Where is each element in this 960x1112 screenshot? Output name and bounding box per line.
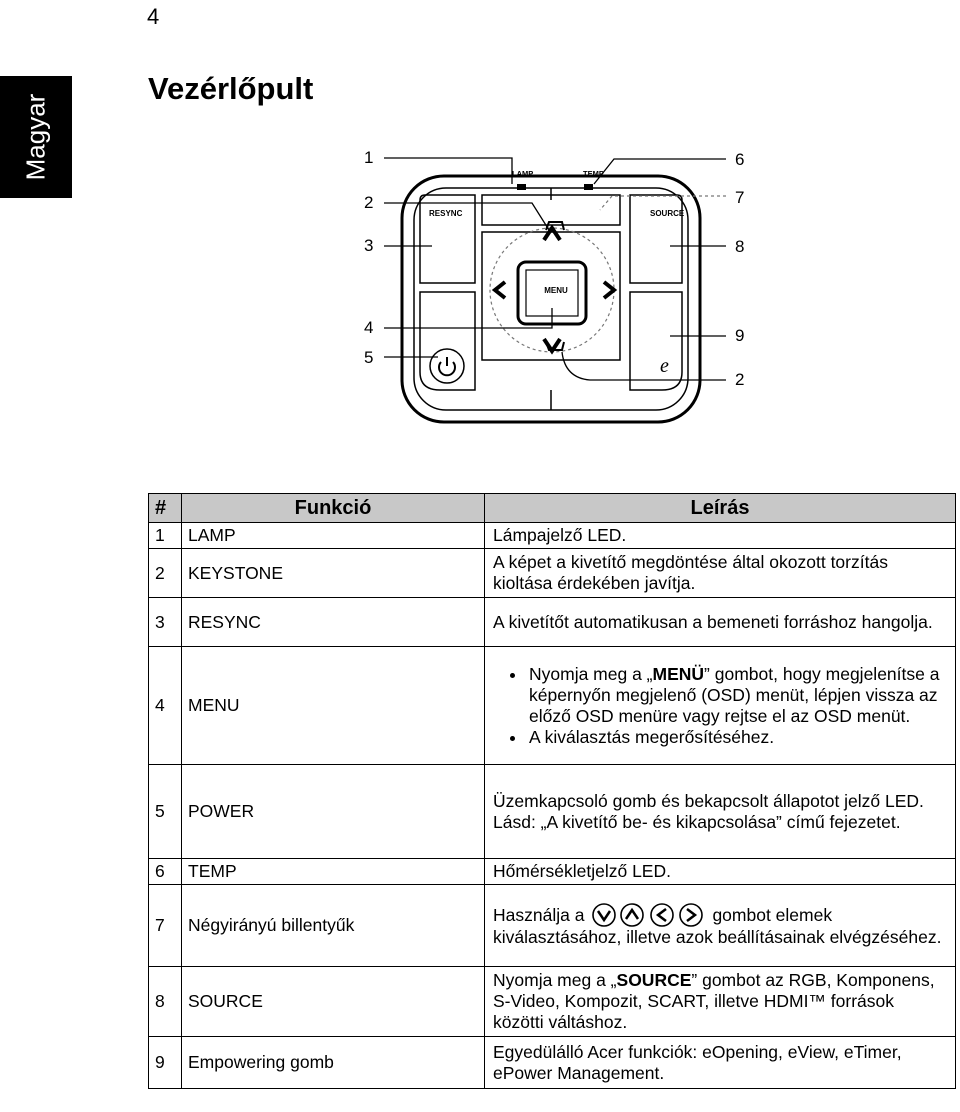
row-num: 7 <box>148 884 182 967</box>
row-function: Empowering gomb <box>181 1036 485 1089</box>
table-row: 2 KEYSTONE A képet a kivetítő megdöntése… <box>148 548 956 598</box>
resync-label: RESYNC <box>429 209 463 218</box>
row-num: 5 <box>148 764 182 859</box>
row-num: 6 <box>148 858 182 885</box>
row-description: Üzemkapcsoló gomb és bekapcsolt állapoto… <box>484 764 956 859</box>
row-function: TEMP <box>181 858 485 885</box>
callout-left-3: 3 <box>364 236 374 255</box>
row-num: 9 <box>148 1036 182 1089</box>
row-description: A képet a kivetítő megdöntése által okoz… <box>484 548 956 598</box>
table-row: 7 Négyirányú billentyűk Használja a gomb… <box>148 884 956 967</box>
language-tab-label: Magyar <box>20 93 51 181</box>
control-panel-diagram: MENU LAMP TEMP RESYNC SOURCE e <box>384 157 726 424</box>
row-num: 4 <box>148 646 182 765</box>
source-label: SOURCE <box>650 209 685 218</box>
callout-left-5: 5 <box>364 348 374 367</box>
table-row: 4 MENU Nyomja meg a „MENÜ” gombot, hogy … <box>148 646 956 765</box>
callout-right-9: 9 <box>735 326 745 345</box>
callout-right-6: 6 <box>735 150 745 169</box>
row-description: A kivetítőt automatikusan a bemeneti for… <box>484 597 956 647</box>
language-tab: Magyar <box>0 76 72 198</box>
arrow-right-icon <box>602 280 618 300</box>
callout-right-7: 7 <box>735 188 745 207</box>
temp-label: TEMP <box>583 169 604 178</box>
table-row: 1 LAMP Lámpajelző LED. <box>148 522 956 549</box>
row-description: Egyedülálló Acer funkciók: eOpening, eVi… <box>484 1036 956 1089</box>
menu-bullet-1: Nyomja meg a „MENÜ” gombot, hogy megjele… <box>527 664 949 727</box>
lamp-led <box>517 184 526 190</box>
function-table: # Funkció Leírás 1 LAMP Lámpajelző LED. … <box>148 493 956 1089</box>
table-header-row: # Funkció Leírás <box>148 493 956 523</box>
power-desc-line1: Üzemkapcsoló gomb és bekapcsolt állapoto… <box>493 790 924 811</box>
row-description: Lámpajelző LED. <box>484 522 956 549</box>
row-num: 3 <box>148 597 182 647</box>
table-row: 3 RESYNC A kivetítőt automatikusan a bem… <box>148 597 956 647</box>
page-number: 4 <box>147 4 160 29</box>
callout-left-2: 2 <box>364 193 374 212</box>
menu-bullet-2: A kiválasztás megerősítéséhez. <box>527 727 949 748</box>
row-description: Hőmérsékletjelző LED. <box>484 858 956 885</box>
power-icon <box>438 361 456 377</box>
row-description: Használja a gombot elemek kiválasztásáho… <box>484 884 956 967</box>
menu-label: MENU <box>544 286 568 295</box>
row-description: Nyomja meg a „SOURCE” gombot az RGB, Kom… <box>484 966 956 1037</box>
row-function: Négyirányú billentyűk <box>181 884 485 967</box>
four-direction-keys-icon <box>592 903 704 927</box>
row-function: SOURCE <box>181 966 485 1037</box>
callout-right-2b: 2 <box>735 370 745 389</box>
row-description: Nyomja meg a „MENÜ” gombot, hogy megjele… <box>484 646 956 765</box>
row-function: KEYSTONE <box>181 548 485 598</box>
row-function: RESYNC <box>181 597 485 647</box>
arrow-left-icon <box>491 280 507 300</box>
arrow-up-icon <box>542 224 562 242</box>
power-button-outline <box>429 348 465 384</box>
row-function: LAMP <box>181 522 485 549</box>
row-num: 2 <box>148 548 182 598</box>
empowering-e-icon: e <box>660 355 669 377</box>
power-desc-line2: Lásd: „A kivetítő be- és kikapcsolása” c… <box>493 811 901 832</box>
row-function: POWER <box>181 764 485 859</box>
table-row: 5 POWER Üzemkapcsoló gomb és bekapcsolt … <box>148 764 956 859</box>
header-description: Leírás <box>484 493 956 523</box>
table-row: 8 SOURCE Nyomja meg a „SOURCE” gombot az… <box>148 966 956 1037</box>
row-num: 8 <box>148 966 182 1037</box>
callout-left-1: 1 <box>364 148 374 167</box>
temp-led <box>584 184 593 190</box>
callout-right-8: 8 <box>735 237 745 256</box>
lamp-label: LAMP <box>512 169 533 178</box>
callout-left-4: 4 <box>364 318 374 337</box>
table-row: 6 TEMP Hőmérsékletjelző LED. <box>148 858 956 885</box>
header-function: Funkció <box>181 493 485 523</box>
header-num: # <box>148 493 182 523</box>
row-num: 1 <box>148 522 182 549</box>
page-title: Vezérlőpult <box>148 71 314 106</box>
table-row: 9 Empowering gomb Egyedülálló Acer funkc… <box>148 1036 956 1089</box>
row-function: MENU <box>181 646 485 765</box>
